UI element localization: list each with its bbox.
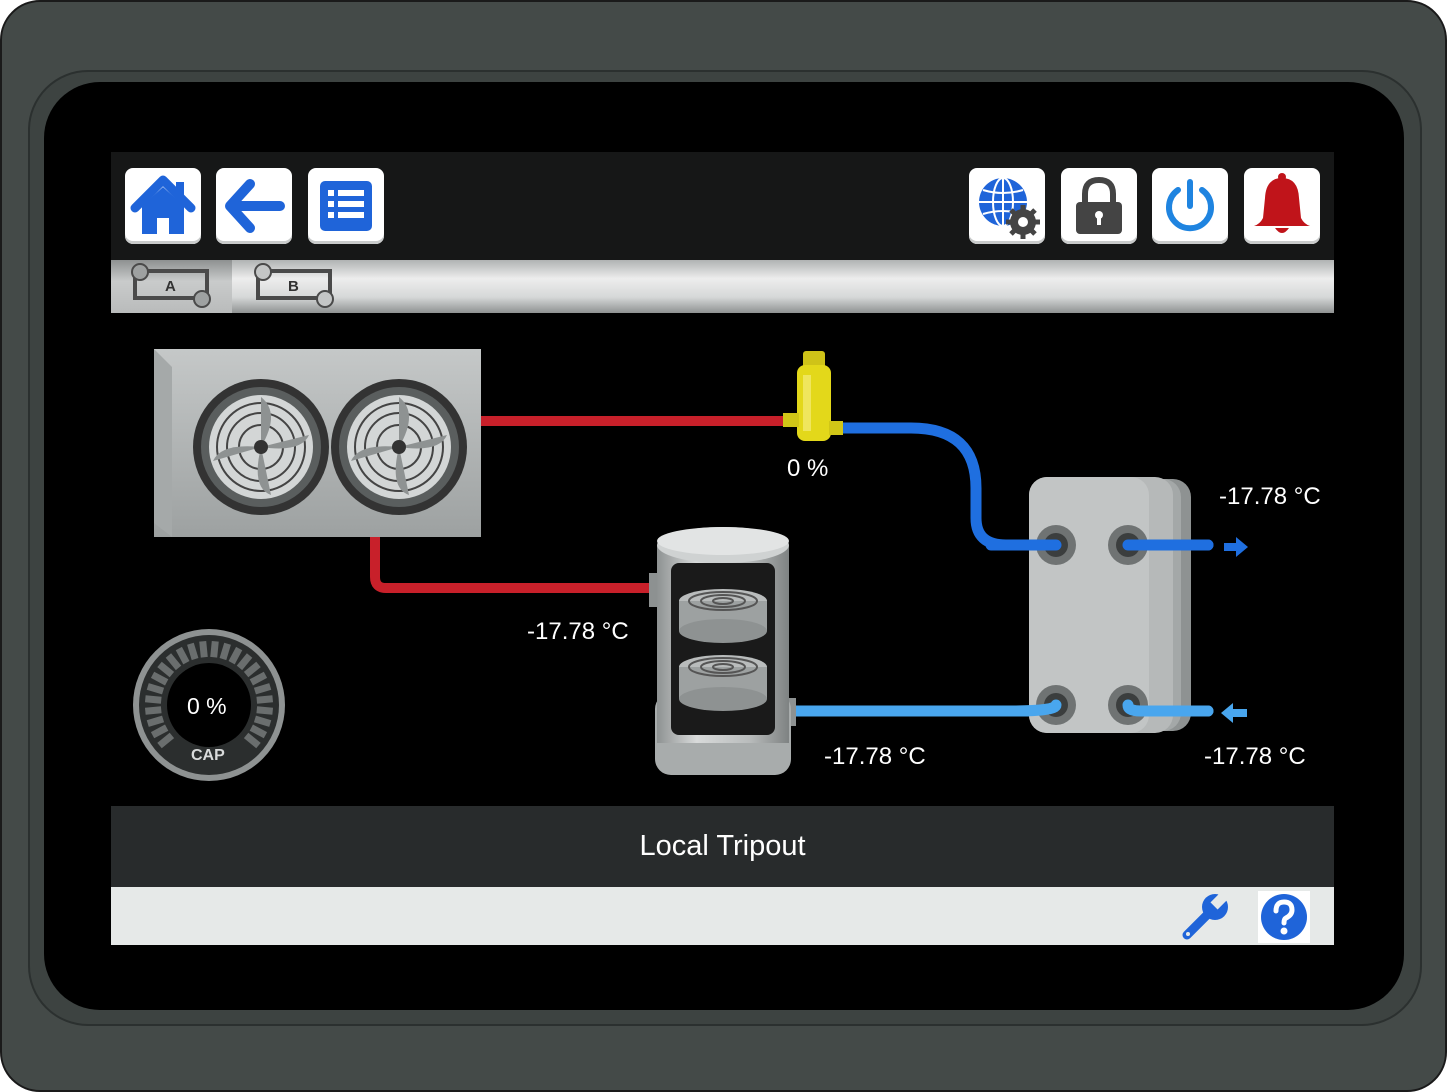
capacity-gauge-tick — [150, 724, 169, 739]
back-button[interactable] — [216, 168, 292, 244]
capacity-gauge-tick — [165, 653, 182, 671]
network-settings-button[interactable] — [969, 168, 1045, 244]
expansion-valve-opening: 0 % — [787, 455, 829, 482]
help-button[interactable] — [1258, 891, 1310, 943]
status-bar: Local Tripout — [111, 806, 1334, 887]
capacity-gauge-tick — [236, 653, 253, 671]
top-toolbar — [111, 152, 1334, 260]
capacity-gauge-tick — [219, 642, 231, 661]
capacity-gauge-tick — [228, 646, 243, 665]
capacity-gauge-tick — [157, 732, 175, 749]
home-icon — [130, 175, 196, 234]
heat-exchanger — [1029, 477, 1191, 733]
back-arrow-icon — [225, 179, 285, 233]
help-icon — [1261, 894, 1307, 940]
capacity-gauge-tick — [175, 646, 190, 665]
capacity-gauge-tick — [249, 724, 268, 739]
capacity-gauge-tick — [146, 683, 165, 695]
expansion-valve — [783, 351, 843, 441]
refrigeration-diagram: 0 % -17.78 °C -17.78 °C -17.78 °C -17.78… — [111, 313, 1334, 806]
capacity-gauge-tick — [249, 671, 268, 686]
wrench-icon — [1182, 890, 1230, 940]
capacity-gauge-tick — [253, 683, 272, 695]
bottom-bar — [111, 887, 1334, 945]
lock-icon — [1076, 176, 1122, 234]
menu-list-icon — [320, 181, 372, 231]
suction-temperature: -17.78 °C — [527, 618, 629, 645]
capacity-gauge-tick — [243, 661, 261, 678]
hot-gas-pipe — [370, 416, 786, 593]
capacity-gauge-tick — [256, 706, 274, 715]
lock-button[interactable] — [1061, 168, 1137, 244]
capacity-gauge — [133, 629, 285, 781]
circuit-icon — [131, 263, 211, 308]
condenser-fan-right — [331, 379, 467, 515]
capacity-gauge-tick — [146, 715, 165, 727]
scroll-upper — [679, 589, 767, 643]
status-message: Local Tripout — [639, 830, 806, 862]
tab-circuit-a[interactable]: A — [111, 260, 232, 313]
condenser-unit — [154, 349, 481, 537]
capacity-label: CAP — [191, 747, 225, 764]
condenser-fan-left — [193, 379, 329, 515]
service-button[interactable] — [1179, 890, 1231, 943]
tab-circuit-b[interactable]: B — [232, 260, 353, 313]
compressor-receiver — [649, 527, 796, 775]
capacity-gauge-tick — [243, 732, 261, 749]
water-outlet-arrow-icon — [1224, 537, 1248, 557]
capacity-gauge-tick — [144, 706, 162, 715]
tab-circuit-b-label: B — [288, 278, 299, 295]
water-inlet-temperature: -17.78 °C — [1204, 743, 1306, 770]
capacity-gauge-tick — [256, 695, 274, 704]
water-inlet-arrow-icon — [1221, 703, 1247, 723]
capacity-gauge-tick — [253, 715, 272, 727]
home-button[interactable] — [125, 168, 201, 244]
water-outlet-temperature: -17.78 °C — [1219, 483, 1321, 510]
liquid-line-temperature: -17.78 °C — [824, 743, 926, 770]
capacity-gauge-tick — [157, 661, 175, 678]
capacity-gauge-ticks — [144, 640, 274, 749]
scroll-lower — [679, 655, 767, 711]
alarm-bell-icon — [1254, 173, 1310, 233]
power-icon — [1166, 179, 1214, 232]
capacity-gauge-tick — [199, 640, 208, 658]
capacity-value: 0 % — [187, 693, 227, 719]
circuit-icon — [254, 263, 334, 308]
alarm-button[interactable] — [1244, 168, 1320, 244]
capacity-gauge-tick — [150, 671, 169, 686]
capacity-gauge-tick — [210, 640, 219, 658]
capacity-gauge-tick — [187, 642, 199, 661]
tab-circuit-a-label: A — [165, 278, 176, 295]
menu-button[interactable] — [308, 168, 384, 244]
hmi-screen: A B — [111, 152, 1334, 945]
power-button[interactable] — [1152, 168, 1228, 244]
network-settings-icon — [979, 177, 1040, 239]
capacity-gauge-tick — [144, 695, 162, 704]
circuit-tab-bar: A B — [111, 260, 1334, 313]
diagram-graphics — [133, 349, 1248, 781]
